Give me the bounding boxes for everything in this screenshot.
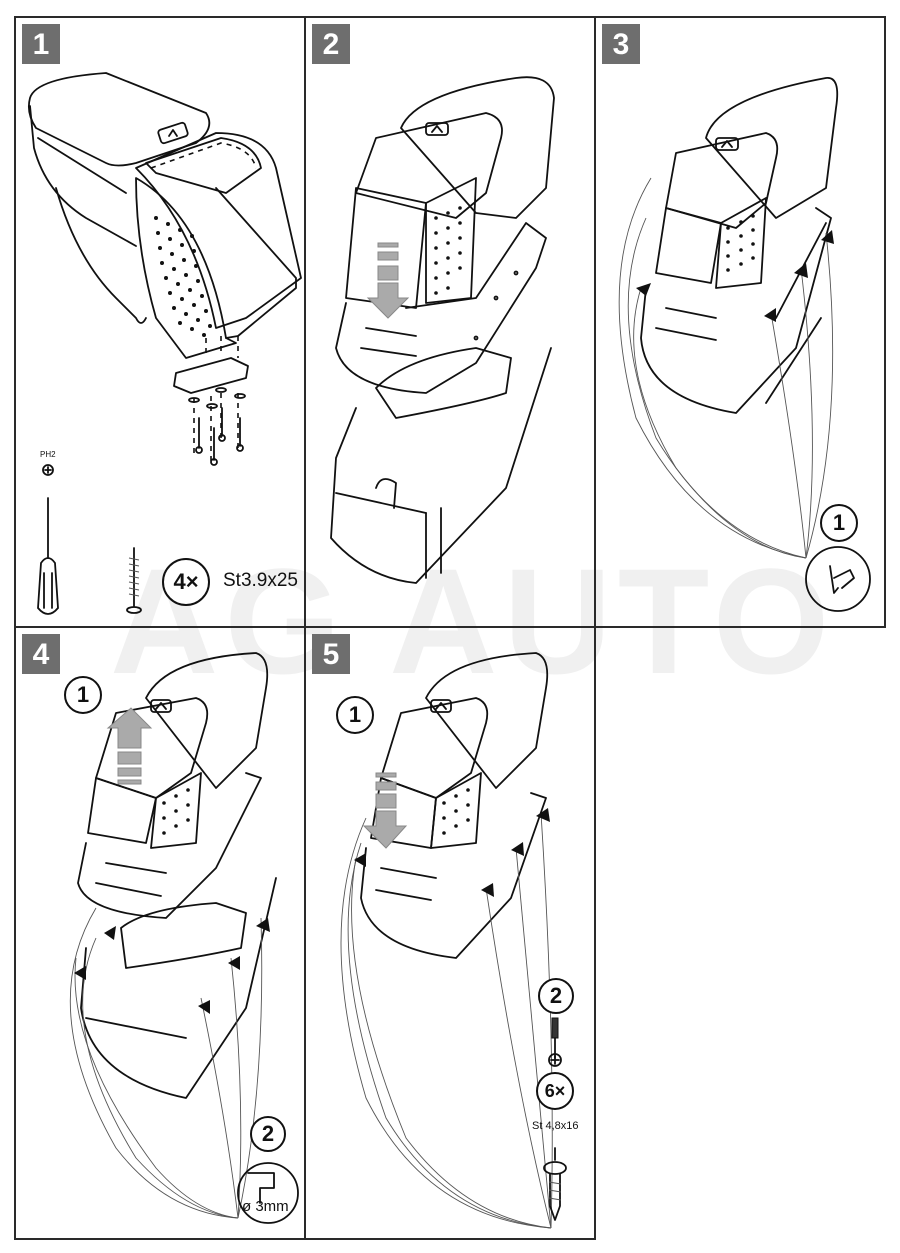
- pointer-arrow: [536, 808, 550, 822]
- step-number-badge: 4: [22, 634, 60, 674]
- armrest-illustration: [340, 652, 567, 1229]
- pointer-arrow: [764, 308, 776, 322]
- pointer-arrow: [794, 263, 808, 278]
- mounting-bracket: [173, 336, 249, 463]
- pointer-arrow: [198, 1000, 210, 1014]
- pointer-arrow: [354, 853, 366, 867]
- step-panel-3: 3 1: [594, 16, 886, 628]
- guide-lines: [618, 177, 834, 559]
- step-panel-4: 4: [14, 626, 306, 1240]
- pointer-arrow: [256, 918, 270, 932]
- screw-spec-label: St 4,8x16: [532, 1120, 579, 1132]
- screwdriver-icon: [548, 1017, 562, 1067]
- pull-up-arrow: [106, 707, 153, 785]
- sub-step-badge: 1: [820, 504, 858, 542]
- pointer-arrow: [104, 926, 116, 940]
- sub-step-badge-2: 2: [250, 1116, 286, 1152]
- perforation-dots: [154, 216, 212, 337]
- sub-step-badge-1: 1: [336, 696, 374, 734]
- perforation-dots: [434, 206, 462, 295]
- pointer-arrow: [481, 883, 494, 897]
- step-panel-2: 2: [304, 16, 596, 628]
- armrest-illustration: [330, 76, 555, 584]
- push-down-arrow: [362, 772, 408, 849]
- pointer-arrow: [636, 283, 651, 296]
- step-panel-5: 5: [304, 626, 596, 1240]
- quantity-badge: 6×: [536, 1072, 574, 1110]
- tool-size-label: PH2: [40, 450, 56, 459]
- self-tapping-screw-icon: [543, 1147, 567, 1221]
- drill-size-label: ø 3mm: [242, 1198, 289, 1215]
- sub-step-badge-2: 2: [538, 978, 574, 1014]
- screws: [195, 407, 244, 466]
- armrest-illustration: [69, 652, 299, 1224]
- perforation-dots: [162, 788, 190, 835]
- perforation-dots: [726, 214, 755, 272]
- quantity-badge: 4×: [162, 558, 210, 606]
- guide-lines: [340, 812, 553, 1229]
- armrest-illustration: [618, 77, 871, 612]
- armrest-illustration: [27, 72, 302, 615]
- wood-screw-icon: [126, 547, 142, 614]
- marker-hand-icon: [805, 546, 871, 612]
- pointer-arrow: [228, 956, 240, 970]
- perforation-dots: [442, 788, 470, 835]
- screw-spec-label: St3.9x25: [223, 570, 298, 591]
- drill-detail-icon: [237, 1162, 299, 1224]
- step-number-badge: 5: [312, 634, 350, 674]
- step-number-badge: 1: [22, 24, 60, 64]
- watermark: AG AUTO: [110, 537, 836, 705]
- guide-lines: [69, 907, 263, 1219]
- pointer-arrow: [511, 842, 524, 856]
- step-number-badge: 3: [602, 24, 640, 64]
- step-number-badge: 2: [312, 24, 350, 64]
- push-down-arrow: [366, 242, 410, 319]
- sub-step-badge-1: 1: [64, 676, 102, 714]
- screwdriver-icon: [37, 464, 59, 615]
- pointer-arrow: [74, 966, 86, 980]
- step-panel-1: 1: [14, 16, 306, 628]
- pointer-arrow: [821, 230, 834, 244]
